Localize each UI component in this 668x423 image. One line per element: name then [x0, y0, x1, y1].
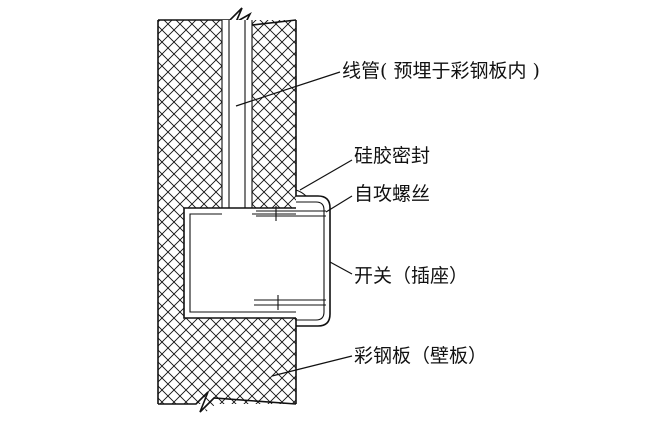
- label-conduit: 线管( 预埋于彩钢板内 ): [342, 60, 540, 82]
- switch-box-cavity: [184, 208, 296, 318]
- leader-panel: [271, 355, 353, 377]
- leader-switch: [329, 261, 353, 275]
- label-screw: 自攻螺丝: [354, 183, 430, 205]
- leader-sealant: [299, 159, 353, 191]
- switch-faceplate-inner: [296, 201, 325, 321]
- screw-upper: [256, 206, 326, 221]
- screw-lower: [254, 295, 326, 310]
- label-switch: 开关（插座）: [354, 265, 468, 287]
- label-sealant: 硅胶密封: [354, 145, 430, 167]
- switch-box-inner: [189, 213, 296, 313]
- bottom-break-line: [158, 391, 297, 413]
- switch-faceplate: [296, 195, 331, 327]
- label-panel: 彩钢板（壁板）: [354, 345, 487, 367]
- silicone-seal: [295, 189, 307, 197]
- conduit-channel: [222, 20, 252, 216]
- switch-box-outer: [183, 207, 296, 319]
- leader-screw: [325, 195, 353, 213]
- leader-conduit: [235, 71, 341, 107]
